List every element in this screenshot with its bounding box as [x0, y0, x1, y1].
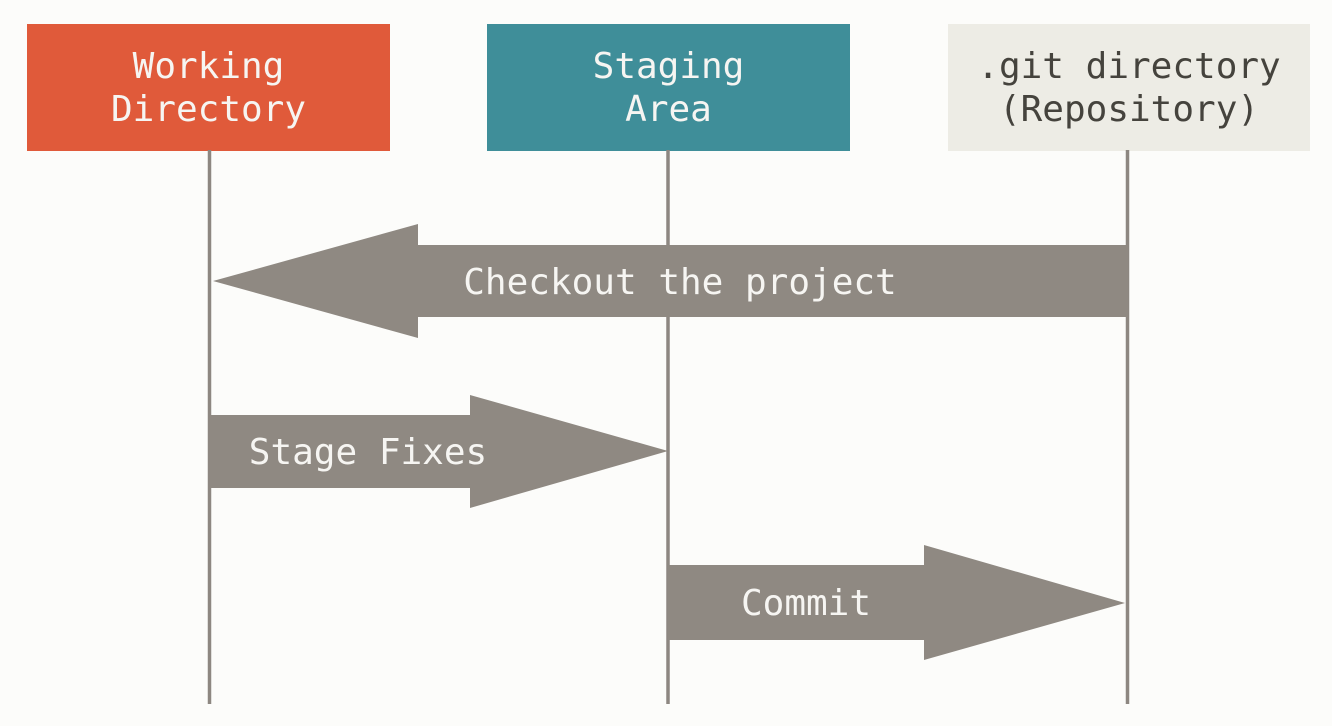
box-working-directory-line2: Directory [110, 88, 307, 130]
box-staging-area-line1: Staging [592, 45, 745, 87]
box-working-directory-line1: Working [132, 45, 285, 87]
checkout-arrow-icon [213, 224, 1128, 338]
box-git-directory: .git directory (Repository) [948, 24, 1310, 151]
box-git-directory-line1: .git directory [977, 45, 1281, 87]
box-working-directory: Working Directory [27, 24, 390, 151]
box-staging-area: Staging Area [487, 24, 850, 151]
commit-arrow-icon [668, 545, 1125, 660]
commit-arrow-label: Commit [741, 583, 871, 624]
checkout-arrow-label: Checkout the project [463, 262, 896, 303]
stage-fixes-arrow-label: Stage Fixes [249, 432, 487, 473]
box-git-directory-line2: (Repository) [998, 88, 1260, 130]
box-staging-area-line2: Area [625, 88, 712, 130]
stage-fixes-arrow-icon [210, 395, 668, 508]
